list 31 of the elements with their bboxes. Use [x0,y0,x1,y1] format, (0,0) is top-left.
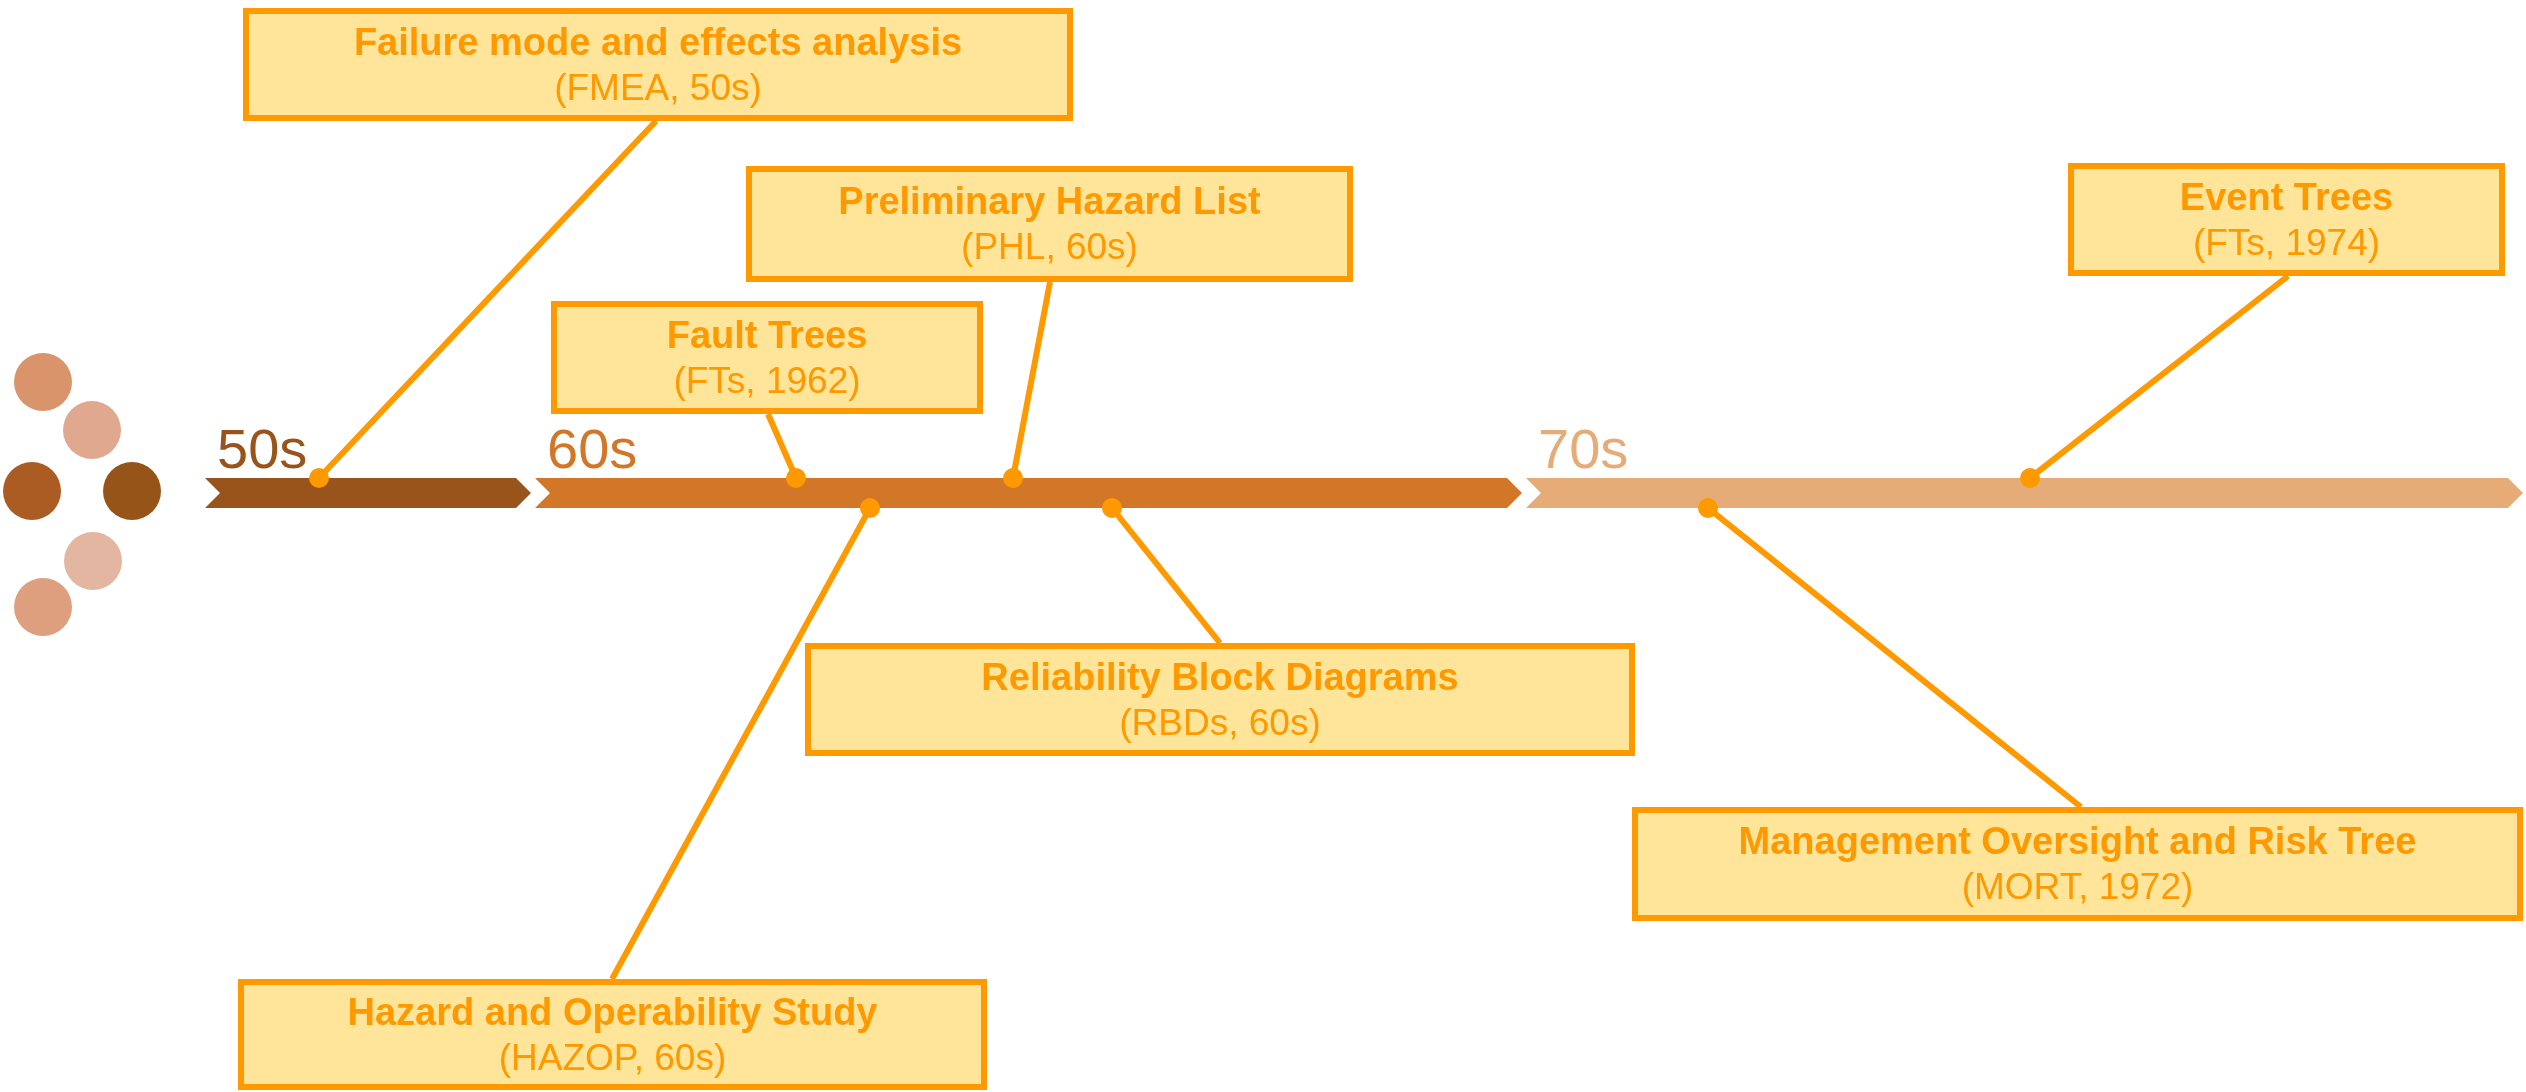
method-name: Reliability Block Diagrams [981,654,1459,700]
decade-label: 60s [547,420,638,478]
method-abbreviation: (FTs, 1962) [673,358,861,403]
method-name: Failure mode and effects analysis [353,19,963,65]
method-box [551,301,983,414]
decade-label: 70s [1538,420,1629,478]
method-abbreviation: (FTs, 1974) [2192,220,2381,265]
method-box [805,643,1635,756]
leader-line [309,118,659,488]
method-box [746,166,1353,282]
method-box [1632,807,2523,921]
leader-line [765,412,806,488]
method-name: Fault Trees [666,312,868,358]
leader-line [1698,498,2083,810]
method-name: Management Oversight and Risk Tree [1738,819,2417,864]
leader-line [2020,273,2290,488]
method-abbreviation: (HAZOP, 60s) [498,1035,727,1080]
leader-line [1102,498,1223,645]
leader-line [1003,281,1053,488]
method-abbreviation: (PHL, 60s) [961,225,1138,269]
method-box [238,979,987,1090]
method-box [243,8,1073,121]
method-abbreviation: (RBDs, 60s) [1119,700,1321,745]
method-abbreviation: (MORT, 1972) [1961,865,2194,909]
method-box [2068,163,2505,276]
leader-line [609,498,880,981]
method-name: Hazard and Operability Study [347,989,878,1035]
method-name: Event Trees [2179,174,2394,220]
method-abbreviation: (FMEA, 50s) [554,65,762,110]
decade-label: 50s [217,420,308,478]
method-name: Preliminary Hazard List [838,179,1261,224]
